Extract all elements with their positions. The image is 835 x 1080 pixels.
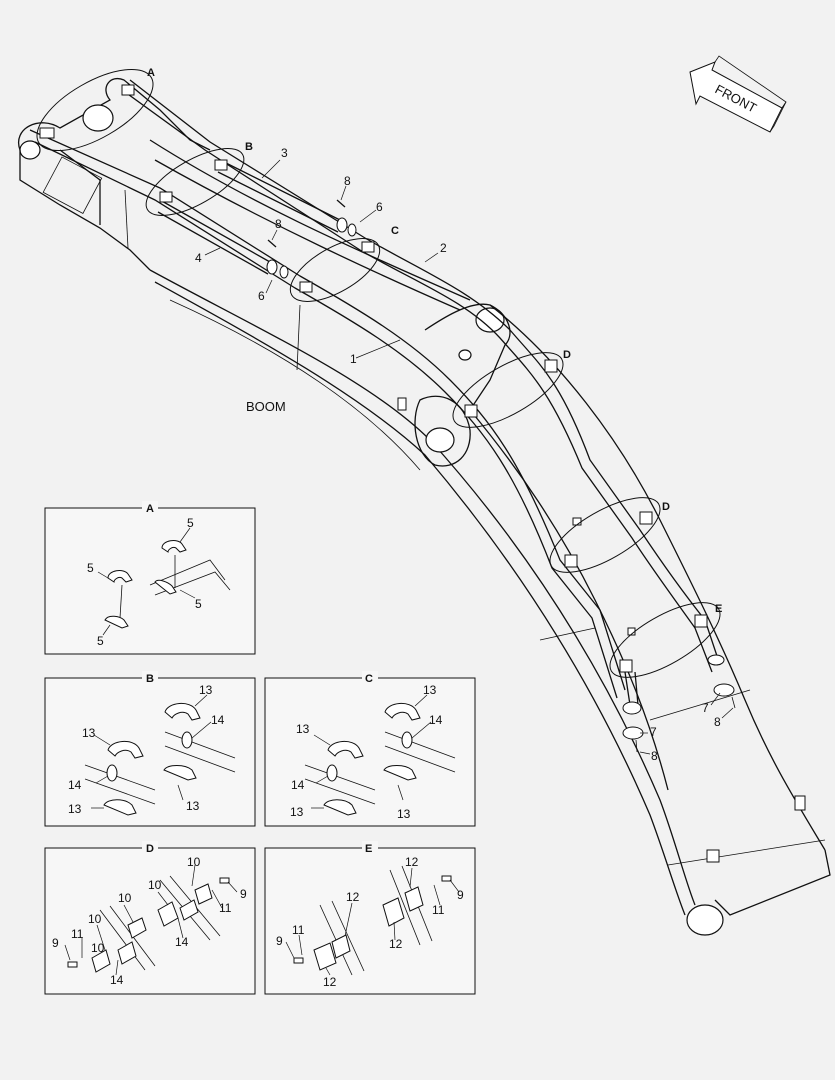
detail-E: E 12 9 11 12 12 9 11 12: [264, 841, 476, 995]
detail-D-callout-2: 9: [240, 887, 247, 901]
callout-8-upper: 8: [344, 174, 351, 188]
callout-3: 3: [281, 146, 288, 160]
detail-C-callout-3: 13: [296, 722, 310, 736]
detail-E-callout-2: 9: [457, 888, 464, 902]
detail-D-callout-9: 11: [71, 927, 84, 941]
callout-7-right: 7: [702, 701, 709, 715]
front-arrow: FRONT: [689, 55, 787, 133]
ref-E: E: [715, 603, 722, 615]
detail-C-callout-5: 13: [397, 807, 411, 821]
boom-body: [17, 77, 831, 936]
detail-A: A 5 5 5 5: [44, 501, 256, 655]
ref-A: A: [147, 67, 155, 79]
clamp-ellipses: [36, 68, 721, 678]
callout-7-left: 7: [650, 725, 657, 739]
detail-C-callout-2: 14: [429, 713, 443, 727]
detail-E-callout-8: 12: [323, 975, 337, 989]
ref-B: B: [245, 141, 253, 153]
detail-A-callout-3: 5: [195, 597, 202, 611]
detail-A-callout-1: 5: [187, 516, 194, 530]
detail-C-callout-1: 13: [423, 683, 437, 697]
callout-1: 1: [350, 352, 357, 366]
detail-D-callout-10: 10: [91, 941, 105, 955]
detail-B: B 13 14 13 14 13 13: [44, 671, 256, 827]
detail-B-callout-2: 14: [211, 713, 225, 727]
detail-B-callout-4: 14: [68, 778, 82, 792]
detail-A-callout-4: 5: [97, 634, 104, 648]
detail-B-callout-6: 13: [68, 802, 82, 816]
detail-B-title: B: [146, 673, 154, 685]
callout-4: 4: [195, 251, 202, 265]
hose-fittings: [622, 654, 736, 753]
ref-D-upper: D: [563, 349, 571, 361]
detail-refs: A B C D D E: [147, 67, 722, 615]
detail-D-title: D: [146, 843, 154, 855]
detail-D-callout-6: 14: [175, 935, 189, 949]
callout-2: 2: [440, 241, 447, 255]
pipe-joints: [266, 199, 357, 279]
ref-C: C: [391, 225, 399, 237]
detail-C-title: C: [365, 673, 373, 685]
detail-B-callout-5: 13: [186, 799, 200, 813]
detail-D-callout-3: 11: [219, 901, 232, 915]
main-callouts: 1 2 3 4 6 6 7 7 8 8 8 8: [195, 146, 721, 763]
detail-B-callout-1: 13: [199, 683, 213, 697]
detail-E-title: E: [365, 843, 372, 855]
detail-E-callout-3: 11: [432, 903, 445, 917]
detail-A-callout-2: 5: [87, 561, 94, 575]
callout-6-upper: 6: [376, 200, 383, 214]
callout-8-right: 8: [714, 715, 721, 729]
detail-D-callout-4: 10: [148, 878, 162, 892]
boom-label: BOOM: [246, 399, 286, 414]
detail-B-callout-3: 13: [82, 726, 96, 740]
ref-D-lower: D: [662, 501, 670, 513]
detail-D-callout-1: 10: [187, 855, 201, 869]
detail-D-callout-8: 9: [52, 936, 59, 950]
detail-E-callout-6: 9: [276, 934, 283, 948]
callout-8-lower: 8: [275, 217, 282, 231]
detail-D-callout-7: 10: [88, 912, 102, 926]
detail-E-callout-4: 12: [389, 937, 403, 951]
detail-D: D 10 9 11 10 10 14 10 9 11 10 14: [44, 841, 256, 995]
detail-E-callout-1: 12: [405, 855, 419, 869]
detail-C-callout-6: 13: [290, 805, 304, 819]
main-leaders: [204, 159, 734, 755]
detail-C-callout-4: 14: [291, 778, 305, 792]
detail-A-title: A: [146, 503, 154, 515]
detail-D-callout-11: 14: [110, 973, 124, 987]
detail-E-callout-7: 11: [292, 923, 305, 937]
hydraulic-lines: [29, 79, 721, 699]
detail-E-callout-5: 12: [346, 890, 360, 904]
callout-6-lower: 6: [258, 289, 265, 303]
detail-C: C 13 14 13 14 13 13: [264, 671, 476, 827]
callout-8-left: 8: [651, 749, 658, 763]
detail-D-callout-5: 10: [118, 891, 132, 905]
